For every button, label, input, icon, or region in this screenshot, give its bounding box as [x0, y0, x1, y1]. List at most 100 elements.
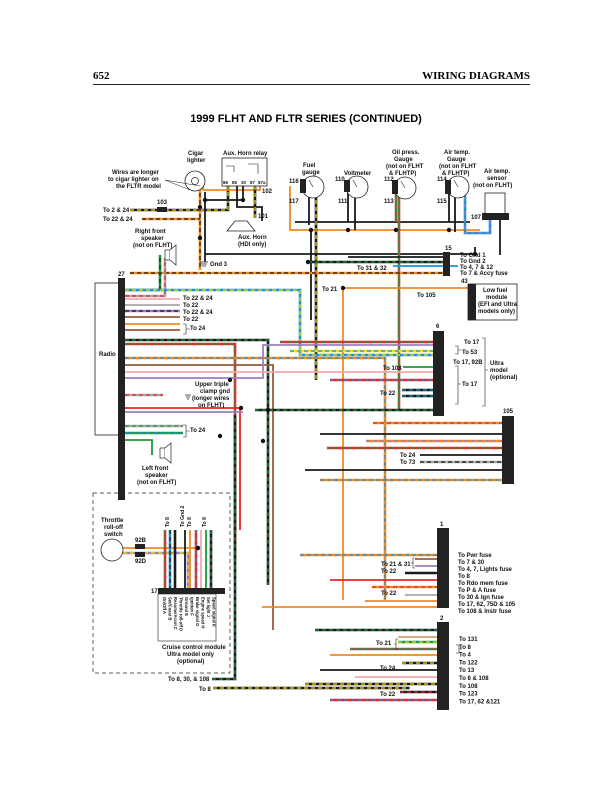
- conn1-label-5: To Rdo mem fuse: [458, 581, 509, 587]
- air-label-2: Gauge: [447, 157, 466, 163]
- radio-out-3: To 22 & 24: [183, 310, 213, 316]
- throttle-3: switch: [104, 532, 123, 538]
- conn105-l1: To 24: [400, 453, 416, 459]
- conn1-label-3: To 4, 7, Lights fuse: [458, 567, 513, 573]
- aux-horn-label-2: (HDI only): [238, 242, 266, 248]
- cruise-top-2: To Gnd 2: [180, 505, 186, 527]
- left-speaker-icon: [164, 442, 172, 464]
- cruise-pin-2: Set/Coast B: [168, 597, 173, 621]
- junction-dot: [195, 545, 201, 551]
- to-21-label: To 21: [322, 287, 338, 293]
- throttle-switch-icon: [100, 538, 124, 562]
- ultra-1: Ultra: [490, 361, 504, 367]
- radio-out-5: To 24: [190, 326, 206, 332]
- relay-pin-86: 86: [223, 180, 229, 185]
- conn1-l1: To 21 & 31: [381, 562, 411, 568]
- radio-out-1: To 22 & 24: [183, 296, 213, 302]
- clamp-2: clamp gnd: [200, 389, 230, 395]
- wire-c6-6: [402, 388, 433, 398]
- wire-horn: [236, 186, 263, 221]
- cruise-num: 17: [151, 589, 158, 595]
- sensor-num: 107: [471, 215, 482, 221]
- conn-103-num: 103: [157, 200, 168, 206]
- conn6-num: 6: [436, 324, 440, 330]
- connector-105: [502, 416, 514, 484]
- clamp-3: (longer wires: [192, 396, 230, 402]
- cruise-pin-8: Engine speed H: [201, 597, 206, 628]
- junction-dot: [345, 227, 351, 233]
- conn6-l1: To 108: [383, 366, 402, 372]
- wire-fuel: [308, 193, 312, 320]
- connector-6: [433, 331, 444, 416]
- conn1-label-1: To Pwr fuse: [458, 553, 492, 559]
- wire-radio-vio: [125, 344, 433, 379]
- junction-dot: [265, 407, 271, 413]
- aux-horn-num: 101: [258, 214, 269, 220]
- conn6-r2: To 53: [462, 350, 478, 356]
- radio-out-6: To 24: [190, 428, 206, 434]
- relay-pin-87: 87: [250, 180, 256, 185]
- section-title: WIRING DIAGRAMS: [422, 70, 530, 82]
- conn1-label-8: To 17, 62, 75D & 105: [458, 602, 516, 608]
- cruise-dashed-box: [92, 492, 231, 674]
- bottom-label-2: To 8: [199, 687, 212, 693]
- fuel-label-1: Fuel: [303, 163, 316, 169]
- oil-num-b: 113: [384, 199, 394, 205]
- aux-horn-label-1: Aux. Horn: [238, 235, 267, 241]
- cruise-pin-1: On/Off A: [162, 597, 167, 614]
- low-fuel-3: (EFI and Ultra: [478, 302, 518, 308]
- wire-air: [448, 194, 456, 232]
- left-speaker-1: Left front: [142, 466, 168, 472]
- right-speaker-1: Right front: [135, 229, 166, 235]
- conn1-label-6: To P & A fuse: [458, 588, 497, 594]
- cruise-pin-3: Resume/Accel C: [173, 597, 178, 630]
- oil-label-1: Oil press.: [392, 150, 420, 156]
- low-fuel-left: To 105: [417, 293, 436, 299]
- page-number: 652: [93, 70, 110, 82]
- conn1-label-9: To 108 & Instr fuse: [458, 609, 512, 615]
- conn1-num: 1: [440, 522, 444, 528]
- junction-dot: [197, 235, 203, 241]
- cruise-top-4: To 8: [202, 517, 208, 527]
- conn6-l2: To 22: [380, 391, 396, 397]
- aux-horn-icon: [226, 220, 256, 232]
- cigar-label-2: lighter: [187, 158, 206, 164]
- cruise-pin-10: Speed signal K: [212, 597, 217, 627]
- low-fuel-module: [467, 283, 518, 321]
- wires-note-1: Wires are longer: [112, 170, 160, 176]
- page-header: 652 WIRING DIAGRAMS: [93, 70, 530, 85]
- wire-gauge-bus: [289, 186, 480, 231]
- junction-dot: [197, 204, 203, 210]
- conn15-label-2: To Gnd 2: [460, 259, 486, 265]
- conn6-r4: To 17: [462, 382, 478, 388]
- wire-rspk-2-stripe: [125, 258, 166, 297]
- fuel-label-2: gauge: [302, 170, 320, 176]
- air-label-3: (not on FLHT: [439, 164, 477, 170]
- cruise-connector: [158, 588, 225, 594]
- cruise-2: Ultra model only: [167, 652, 215, 658]
- junction-dot: [238, 405, 244, 411]
- conn2-label-7: To 108: [459, 684, 478, 690]
- relay-pin-87a: 87a: [258, 180, 266, 185]
- junction-dot: [305, 259, 311, 265]
- radio-out-2: To 22: [183, 303, 199, 309]
- conn105-num: 105: [503, 409, 514, 415]
- wire-92d: [123, 551, 190, 588]
- right-speaker-icon: [169, 244, 177, 266]
- cruise-pin-9: Set light J: [206, 597, 211, 618]
- conn1-label-7: To 30 & Ign fuse: [458, 595, 505, 601]
- radio-label: Radio: [99, 352, 116, 358]
- air-label-4: & FLHTP): [442, 171, 469, 177]
- conn6-r3: To 17, 92B: [453, 360, 483, 366]
- wire-blue-stripe: [125, 289, 433, 356]
- air-label-1: Air temp.: [444, 150, 470, 156]
- conn2-label-9: To 17, 62 &121: [459, 699, 501, 705]
- connector-15: [443, 252, 450, 276]
- wires-note-3: the FLTR model: [116, 184, 161, 190]
- wire-to-2-24-stripe: [130, 186, 229, 211]
- conn2-label-8: To 123: [459, 692, 478, 698]
- conn2-label-3: To 4: [459, 653, 472, 659]
- conn6-r1: To 17: [464, 340, 480, 346]
- right-speaker-2: speaker: [141, 236, 164, 242]
- cruise-1: Cruise control module: [162, 645, 226, 651]
